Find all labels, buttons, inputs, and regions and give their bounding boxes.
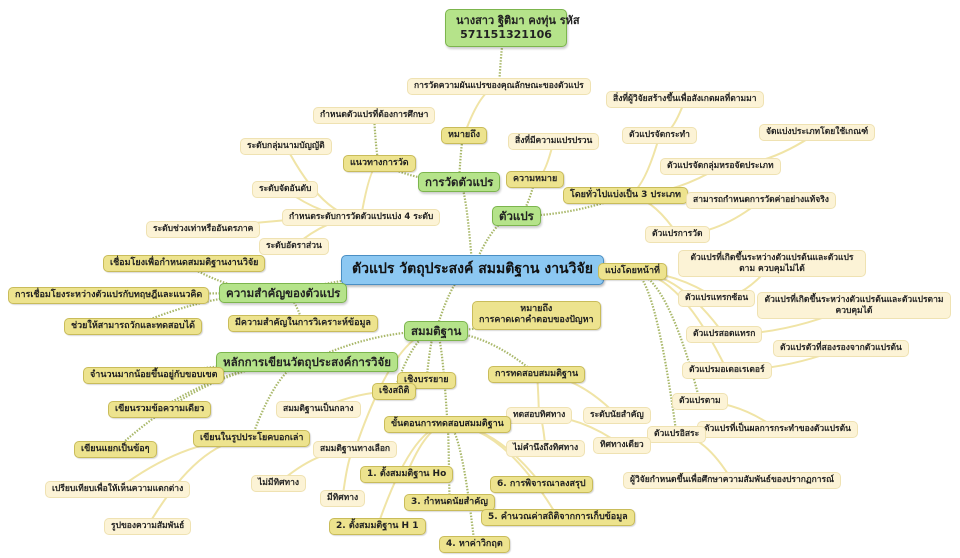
moderator-variable[interactable]: ตัวแปรมอเดอเรเตอร์ <box>682 362 772 379</box>
define-variables-node[interactable]: กำหนดตัวแปรที่ต้องการศึกษา <box>313 107 436 124</box>
level-ratio[interactable]: ระดับอัตราส่วน <box>259 238 329 255</box>
non-directional[interactable]: ไม่มีทิศทาง <box>251 475 307 492</box>
connector-line <box>435 329 538 376</box>
by-function-node[interactable]: แบ่งโดยหน้าที่ <box>598 263 667 281</box>
manipulated-variable[interactable]: ตัวแปรจัดกระทำ <box>622 127 697 144</box>
testing-step[interactable]: 6. การพิจารณาลงสรุป <box>490 476 593 494</box>
objective-item[interactable]: เขียนรวมข้อความเดียว <box>108 401 212 419</box>
narrative-node[interactable]: เขียนในรูปประโยคบอกเล่า <box>193 430 311 448</box>
null-hypothesis[interactable]: สมมติฐานเป็นกลาง <box>276 401 361 418</box>
moderator-desc[interactable]: ตัวแปรตัวที่สองรองจากตัวแปรต้น <box>773 340 909 357</box>
testing-step[interactable]: 5. คำนวณค่าสถิติจากการเก็บข้อมูล <box>481 509 635 527</box>
alternative-hypothesis[interactable]: สมมติฐานทางเลือก <box>313 441 398 458</box>
importance-item[interactable]: เชื่อมโยงเพื่อกำหนดสมมติฐานงานวิจัย <box>103 255 266 273</box>
dependent-variable[interactable]: ตัวแปรตาม <box>672 393 728 410</box>
measured-variable[interactable]: ตัวแปรการวัด <box>645 226 710 243</box>
one-tailed[interactable]: ทิศทางเดียว <box>593 437 651 454</box>
testing-step[interactable]: 2. ตั้งสมมติฐาน H 1 <box>329 518 426 536</box>
manipulated-desc[interactable]: สิ่งที่ผู้วิจัยสร้างขึ้นเพื่อสังเกตผลที่… <box>606 91 764 108</box>
level-interval[interactable]: ระดับช่วงเท่าหรืออันตรภาค <box>146 221 261 238</box>
connector-line <box>458 180 474 271</box>
variable-meaning-node[interactable]: ความหมาย <box>506 171 565 189</box>
testing-step[interactable]: 1. ตั้งสมมติฐาน Ho <box>360 466 454 484</box>
hypothesis-meaning-line: การคาดเดาคำตอบของปัญหา <box>479 315 594 326</box>
variable-types-node[interactable]: โดยทั่วไปแบ่งเป็น 3 ประเภท <box>563 187 688 205</box>
importance-item[interactable]: การเชื่อมโยงระหว่างตัวแปรกับทฤษฎีและแนวค… <box>8 287 210 305</box>
directional[interactable]: มีทิศทาง <box>320 490 366 507</box>
hypothesis-meaning[interactable]: หมายถึง การคาดเดาคำตอบของปัญหา <box>472 301 601 330</box>
categorical-variable[interactable]: ตัวแปรจัดกลุ่มหรอจัดประเภท <box>660 158 781 175</box>
statistical-node[interactable]: เชิงสถิติ <box>372 383 417 401</box>
intervening-variable[interactable]: ตัวแปรสอดแทรก <box>686 326 763 343</box>
measure-meaning-label[interactable]: หมายถึง <box>441 127 488 145</box>
dependent-desc[interactable]: ตัวแปรที่เป็นผลการกระทำของตัวแปรต้น <box>697 421 858 438</box>
objective-item[interactable]: จำนวนมากน้อยขึ้นอยู่กับขอบเขต <box>83 367 225 385</box>
level-ordinal[interactable]: ระดับจัดอันดับ <box>252 181 319 198</box>
narrative-item[interactable]: รูปของความสัมพันธ์ <box>104 518 192 535</box>
importance-item[interactable]: ช่วยให้สามารถวักและทดสอบได้ <box>64 318 202 336</box>
categorical-desc[interactable]: จัดแบ่งประเภทโดยใช้เกณฑ์ <box>759 124 876 141</box>
measure-variable-node[interactable]: การวัดตัวแปร <box>418 172 501 193</box>
two-tailed-desc[interactable]: ไม่คำนึงถึงทิศทาง <box>506 440 586 457</box>
hypothesis-testing-node[interactable]: การทดสอบสมมติฐาน <box>488 366 586 384</box>
narrative-item[interactable]: เปรียบเทียบเพื่อให้เห็นความแตกต่าง <box>45 481 191 498</box>
confounding-variable[interactable]: ตัวแปรแทรกซ้อน <box>678 290 756 307</box>
importance-item[interactable]: มีความสำคัญในการวิเคราะห์ข้อมูล <box>228 315 378 333</box>
independent-variable[interactable]: ตัวแปรอิสระ <box>647 426 707 443</box>
author-node[interactable]: นางสาว ฐิติมา คงทุ่น รหัส 571151321106 <box>445 9 580 47</box>
variable-meaning-text[interactable]: สิ่งที่มีความแปรปรวน <box>508 133 600 150</box>
connector-line <box>158 360 308 411</box>
two-tailed-test[interactable]: ทดสอบทิศทาง <box>506 407 573 424</box>
objective-node[interactable]: หลักการเขียนวัตถุประสงค์การวิจัย <box>216 352 398 373</box>
connector-line <box>632 270 678 435</box>
levels-node[interactable]: กำหนดระดับการวัดตัวแปรแบ่ง 4 ระดับ <box>282 209 441 226</box>
importance-node[interactable]: ความสำคัญของตัวแปร <box>219 283 348 304</box>
connector-line <box>447 423 476 545</box>
intervening-desc[interactable]: ตัวแปรที่เกิดขึ้นระหว่างตัวแปรต้นและตัวแ… <box>757 292 951 320</box>
independent-desc[interactable]: ผู้วิจัยกำหนดขึ้นเพื่อศึกษาความสัมพันธ์ข… <box>623 472 841 489</box>
measured-desc[interactable]: สามารถกำหนดการวัดค่าอย่างแท้จริง <box>686 192 836 209</box>
author-id: 571151321106 <box>460 27 552 41</box>
author-name: นางสาว ฐิติมา คงทุ่น รหัส <box>456 14 580 27</box>
measure-meaning-text[interactable]: การวัดความผันแปรของคุณลักษณะของตัวแปร <box>407 78 591 95</box>
connector-line <box>446 423 451 503</box>
root-topic[interactable]: ตัวแปร วัตถุประสงค์ สมมติฐาน งานวิจัย <box>341 255 604 285</box>
testing-step[interactable]: 3. กำหนดนัยสำคัญ <box>404 494 495 512</box>
confounding-desc[interactable]: ตัวแปรที่เกิดขึ้นระหว่างตัวแปรต้นและตัวแ… <box>678 250 866 278</box>
objective-item[interactable]: เขียนแยกเป็นข้อๆ <box>74 441 157 459</box>
connector-line <box>434 329 449 425</box>
significance-level[interactable]: ระดับนัยสำคัญ <box>583 407 651 424</box>
hypothesis-node[interactable]: สมมติฐาน <box>404 321 469 342</box>
variable-node[interactable]: ตัวแปร <box>492 206 541 227</box>
testing-steps-node[interactable]: ขั้นตอนการทดสอบสมมติฐาน <box>384 416 511 434</box>
level-nominal[interactable]: ระดับกลุ่มนามบัญญัติ <box>240 138 332 155</box>
hypothesis-meaning-line: หมายถึง <box>520 304 553 314</box>
measure-approach-node[interactable]: แนวทางการวัด <box>343 155 416 173</box>
testing-step[interactable]: 4. หาค่าวิกฤต <box>439 536 510 554</box>
